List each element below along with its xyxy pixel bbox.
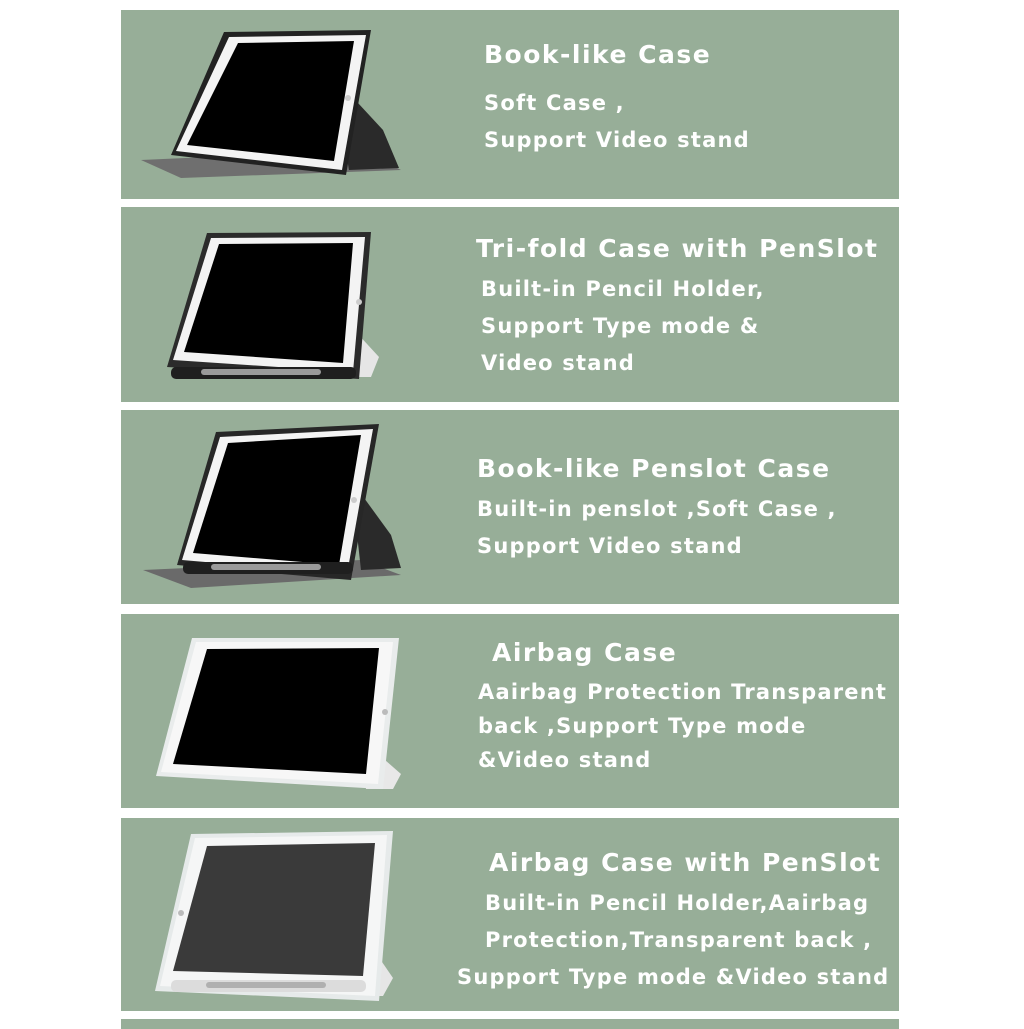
case-panel-airbag: Airbag Case Aairbag Protection Transpare…	[121, 614, 899, 808]
case-feature-line: Soft Case ,	[484, 91, 625, 115]
case-description: Airbag Case Aairbag Protection Transpare…	[478, 638, 887, 777]
case-title: Book-like Penslot Case	[477, 454, 831, 483]
case-feature-line: Support Type mode &Video stand	[457, 965, 890, 989]
case-feature-line: Video stand	[481, 351, 635, 375]
case-title: Tri-fold Case with PenSlot	[476, 234, 879, 263]
case-feature-line: Aairbag Protection Transparent	[478, 680, 888, 704]
case-description: Book-like Case Soft Case , Support Video…	[484, 40, 750, 159]
case-feature-line: back ,Support Type mode	[478, 714, 807, 738]
case-feature-line: Support Video stand	[484, 128, 750, 152]
tablet-airbag-case-image	[156, 638, 401, 789]
case-feature-line: Support Type mode &	[481, 314, 760, 338]
case-feature-line: Support Video stand	[477, 534, 743, 558]
tablet-book-penslot-image	[143, 424, 401, 588]
case-feature-line: Built-in Pencil Holder,Aairbag	[485, 891, 870, 915]
tablet-book-case-image	[141, 30, 401, 178]
case-title: Book-like Case	[484, 40, 712, 69]
case-feature-line: Protection,Transparent back ,	[485, 928, 873, 952]
case-panel-airbag-penslot: Airbag Case with PenSlot Built-in Pencil…	[121, 818, 899, 1011]
case-description: Book-like Penslot Case Built-in penslot …	[477, 454, 837, 565]
case-title: Airbag Case	[492, 638, 678, 667]
case-feature-line: &Video stand	[478, 748, 652, 772]
case-description: Tri-fold Case with PenSlot Built-in Penc…	[476, 234, 878, 382]
case-feature-line: Built-in Pencil Holder,	[481, 277, 765, 301]
case-panel-book-like-penslot: Book-like Penslot Case Built-in penslot …	[121, 410, 899, 604]
case-panel-book-like: Book-like Case Soft Case , Support Video…	[121, 10, 899, 199]
case-description: Airbag Case with PenSlot Built-in Pencil…	[457, 848, 889, 996]
tablet-airbag-penslot-image	[155, 831, 393, 1001]
case-title: Airbag Case with PenSlot	[489, 848, 882, 877]
case-panel-tri-fold-penslot: Tri-fold Case with PenSlot Built-in Penc…	[121, 207, 899, 402]
case-panel-partial	[121, 1019, 899, 1029]
tablet-trifold-case-image	[167, 232, 379, 379]
case-feature-line: Built-in penslot ,Soft Case ,	[477, 497, 837, 521]
